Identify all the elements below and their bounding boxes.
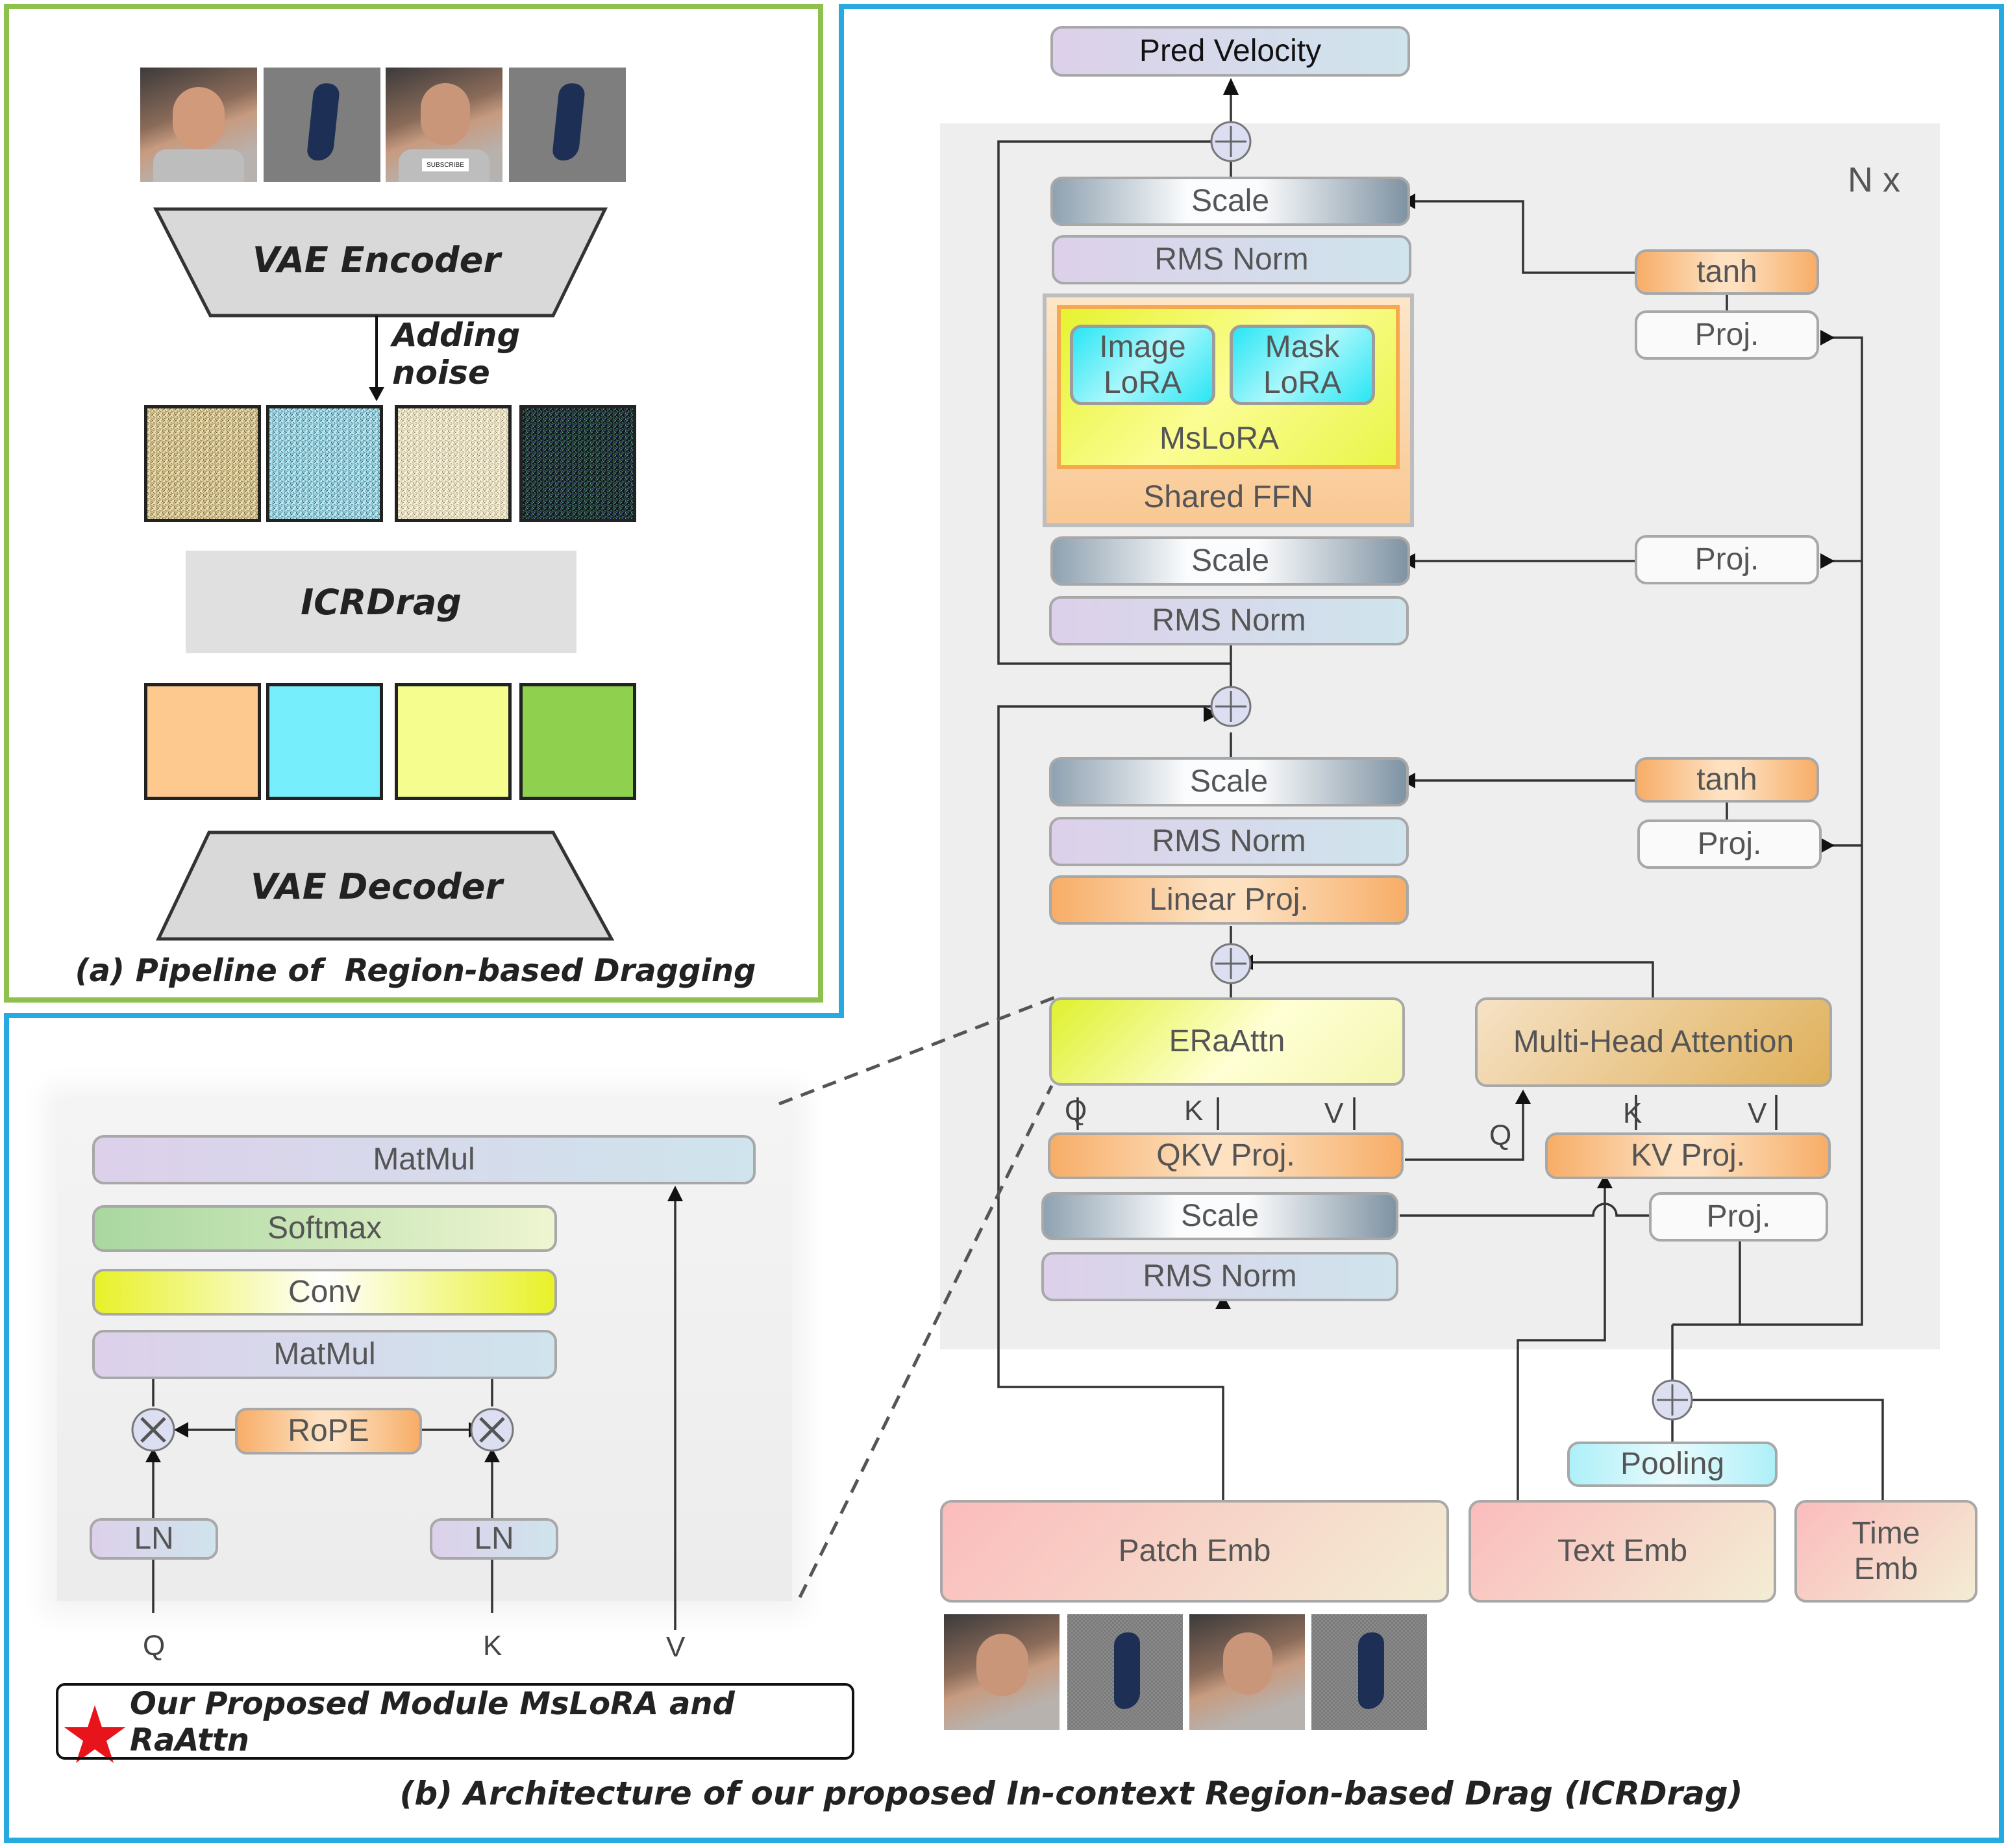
tanh-block-2: tanh <box>1635 757 1819 803</box>
eraattn-k-label: K <box>1184 1095 1204 1127</box>
subscribe-tag: SUBSCRIBE <box>422 158 469 171</box>
patch-frame-2-image <box>1189 1614 1305 1730</box>
legend-box <box>56 1683 854 1760</box>
mask-lora-block: Mask LoRA <box>1230 325 1375 405</box>
output-latent-1 <box>144 683 261 800</box>
patch-mask-1-image <box>1067 1614 1183 1730</box>
mha-q-label: Q <box>1489 1119 1512 1151</box>
image-lora-block: Image LoRA <box>1070 325 1215 405</box>
zoom-k-label: K <box>483 1630 502 1662</box>
kv-proj-block: KV Proj. <box>1545 1132 1831 1179</box>
proj-block-2: Proj. <box>1635 535 1819 584</box>
output-latent-3 <box>395 683 512 800</box>
noisy-latent-1 <box>144 405 261 522</box>
patch-emb-block: Patch Emb <box>940 1500 1449 1603</box>
zoom-v-label: V <box>666 1631 686 1663</box>
input-frame-2-image: SUBSCRIBE <box>386 68 502 182</box>
mslora-label: MsLoRA <box>1159 421 1280 456</box>
mha-v-label: V <box>1748 1097 1767 1129</box>
noisy-latent-3 <box>395 405 512 522</box>
linear-proj-block: Linear Proj. <box>1049 875 1409 925</box>
vae-decoder-label: VAE Decoder <box>250 866 503 907</box>
pooling-block: Pooling <box>1567 1442 1778 1487</box>
n-times-label: N x <box>1848 160 1900 199</box>
zoom-softmax-block: Softmax <box>92 1205 557 1252</box>
zoom-conv-block: Conv <box>92 1269 557 1316</box>
legend-text: Our Proposed Module MsLoRA and RaAttn <box>130 1686 735 1758</box>
zoom-ln-q-block: LN <box>90 1518 218 1560</box>
eraattn-q-label: Q <box>1065 1095 1087 1127</box>
eraattn-v-label: V <box>1324 1097 1344 1129</box>
rms-norm-block-1: RMS Norm <box>1052 235 1411 284</box>
panel-a-caption: (a) Pipeline of Region-based Dragging <box>75 953 756 989</box>
rms-norm-block-4: RMS Norm <box>1041 1252 1398 1301</box>
zoom-rope-block: RoPE <box>235 1408 422 1455</box>
patch-frame-1-image <box>944 1614 1060 1730</box>
zoom-matmul-bottom-block: MatMul <box>92 1330 557 1379</box>
tanh-block-1: tanh <box>1635 249 1819 295</box>
patch-mask-2-image <box>1311 1614 1427 1730</box>
proj-block-4: Proj. <box>1649 1192 1828 1242</box>
noisy-latent-4 <box>519 405 636 522</box>
qkv-proj-block: QKV Proj. <box>1048 1132 1404 1179</box>
time-emb-block: Time Emb <box>1794 1500 1977 1603</box>
rms-norm-block-3: RMS Norm <box>1049 817 1409 866</box>
text-emb-block: Text Emb <box>1469 1500 1776 1603</box>
panel-b-mid-edge <box>4 1013 844 1018</box>
output-latent-2 <box>266 683 383 800</box>
panel-a-frame <box>4 4 823 1003</box>
rms-norm-block-2: RMS Norm <box>1049 596 1409 645</box>
eraattn-block: ERaAttn <box>1049 997 1405 1086</box>
input-mask-2-image <box>509 68 626 182</box>
scale-block-2: Scale <box>1050 536 1410 586</box>
icrdrag-block: ICRDrag <box>186 551 576 653</box>
scale-block-4: Scale <box>1041 1192 1398 1240</box>
shared-ffn-label: Shared FFN <box>1143 479 1313 514</box>
scale-block-3: Scale <box>1049 757 1409 806</box>
panel-b-top-edge <box>839 4 844 1014</box>
zoom-ln-k-block: LN <box>430 1518 558 1560</box>
noisy-latent-2 <box>266 405 383 522</box>
multi-head-attention-block: Multi-Head Attention <box>1475 997 1832 1087</box>
pred-velocity-block: Pred Velocity <box>1050 26 1410 77</box>
mha-k-label: K <box>1623 1097 1642 1129</box>
output-latent-4 <box>519 683 636 800</box>
scale-block-1: Scale <box>1050 177 1410 226</box>
proj-block-3: Proj. <box>1637 819 1822 869</box>
zoom-matmul-top-block: MatMul <box>92 1135 756 1184</box>
proj-block-1: Proj. <box>1635 310 1819 360</box>
input-mask-1-image <box>264 68 380 182</box>
zoom-q-label: Q <box>143 1630 166 1662</box>
vae-encoder-label: VAE Encoder <box>253 239 501 281</box>
input-frame-1-image <box>140 68 257 182</box>
legend-star <box>64 1705 125 1763</box>
panel-b-caption: (b) Architecture of our proposed In-cont… <box>399 1775 1743 1812</box>
